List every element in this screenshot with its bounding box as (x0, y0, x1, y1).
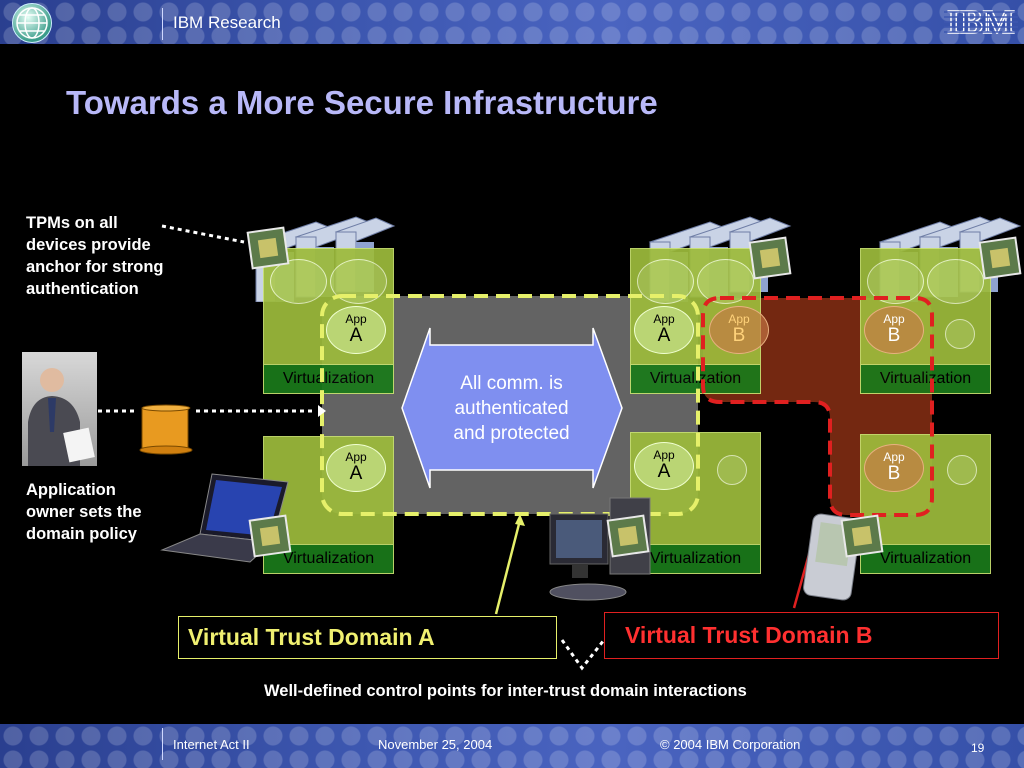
application-owner-photo (22, 352, 97, 466)
globe-icon (12, 3, 52, 43)
virtualization-label: Virtualization (861, 364, 990, 393)
header-bar (0, 0, 1024, 44)
tpm-chip-icon (246, 226, 290, 270)
domain-a-pointer (494, 519, 522, 615)
trust-domain-b-label: Virtual Trust Domain B (604, 612, 999, 659)
control-point-connector (560, 639, 606, 671)
trust-domain-a-outline (320, 294, 700, 516)
tpm-chip-icon (248, 514, 292, 558)
trust-domain-a-label: Virtual Trust Domain A (178, 616, 557, 659)
ibm-logo: IBM (944, 3, 1018, 42)
tpm-chip-icon (748, 236, 792, 280)
footer-date: November 25, 2004 (378, 737, 493, 752)
tpm-connector (161, 224, 245, 244)
virtualization-label: Virtualization (631, 364, 760, 393)
footer-event: Internet Act II (173, 737, 250, 752)
control-points-note: Well-defined control points for inter-tr… (264, 682, 747, 700)
header-org: IBM Research (173, 13, 281, 32)
footer-divider (162, 728, 163, 760)
bidirectional-arrow-icon (401, 327, 623, 489)
tpm-chip-icon (606, 514, 650, 558)
footer-bar (0, 724, 1024, 768)
virtualization-host-5: Virtualization (860, 248, 991, 394)
trust-domain-b-outline (701, 296, 934, 517)
policy-scroll-icon (139, 404, 193, 455)
virtualization-label: Virtualization (631, 544, 760, 573)
footer-copyright: © 2004 IBM Corporation (660, 737, 801, 752)
tpm-chip-icon (978, 236, 1022, 280)
page-title: Towards a More Secure Infrastructure (66, 84, 658, 121)
virtualization-label: Virtualization (264, 364, 393, 393)
footer-page-number: 19 (971, 741, 985, 755)
header-divider (162, 8, 163, 40)
pda-icon (803, 513, 861, 601)
tpm-chip-icon (840, 514, 884, 558)
